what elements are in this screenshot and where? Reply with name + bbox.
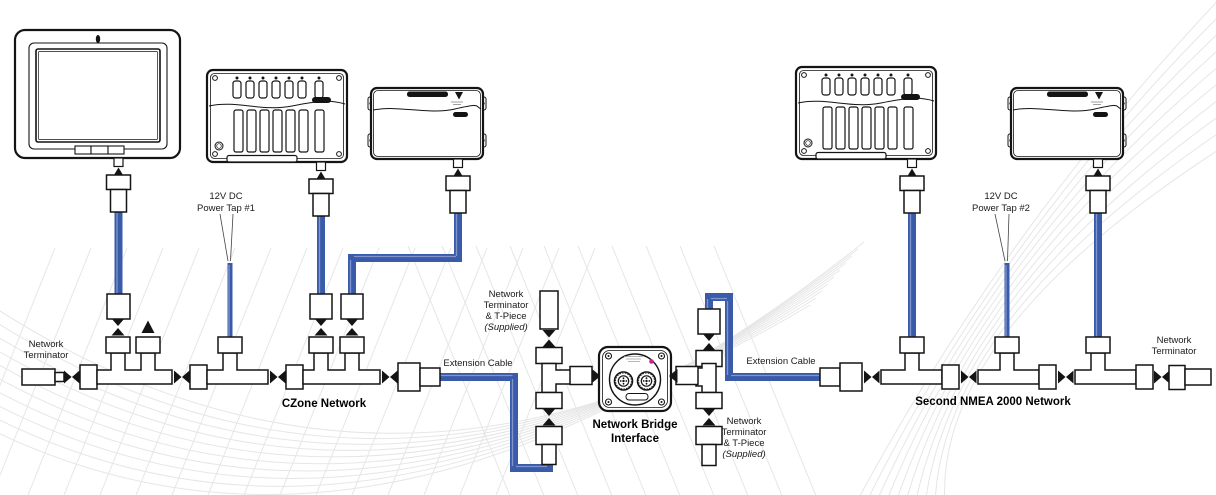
svg-text:Power Tap #1: Power Tap #1: [197, 203, 255, 214]
svg-text:(Supplied): (Supplied): [484, 322, 527, 333]
svg-text:Terminator: Terminator: [1152, 346, 1197, 357]
extension-cable-right: [705, 293, 821, 381]
terminator-vertical: [539, 290, 559, 330]
switching-module-1: [205, 68, 349, 164]
drop-connector: [106, 293, 131, 320]
bridge-assembly-left: [535, 290, 601, 466]
tpiece-nmea-1: [880, 352, 943, 385]
display-device: [13, 28, 182, 160]
tpiece-power2: [977, 352, 1040, 385]
tpiece-port: [308, 336, 334, 354]
label-network-terminator-right: Network: [1157, 335, 1192, 346]
drop-connector: [309, 293, 333, 320]
tpiece-vertical-right: [695, 362, 717, 394]
svg-text:& T-Piece: & T-Piece: [723, 438, 764, 449]
drop-connector: [697, 308, 721, 335]
drop-connector: [340, 293, 364, 320]
interface-box-2: [1006, 86, 1128, 161]
svg-text:Terminator: Terminator: [24, 350, 69, 361]
svg-text:Terminator: Terminator: [722, 427, 767, 438]
ext-connector-left: [397, 362, 421, 392]
label-terminator-tpiece-left: Network: [489, 289, 524, 300]
bridge-status-led: [649, 359, 654, 364]
label-bridge-interface: Network Bridge: [593, 419, 678, 431]
label-czone-network: CZone Network: [282, 398, 367, 410]
label-extension-cable-right: Extension Cable: [746, 356, 815, 367]
svg-text:Interface: Interface: [611, 433, 659, 445]
svg-text:& T-Piece: & T-Piece: [485, 311, 526, 322]
tpiece-port: [105, 336, 131, 354]
ext-connector-right: [839, 362, 863, 392]
terminator-right: [1184, 368, 1212, 386]
label-power-tap-1: 12V DC: [209, 191, 242, 202]
tpiece-double-2: [302, 352, 381, 385]
module1-cable-plug: [308, 161, 334, 217]
bridge-connector-socket-1: [613, 371, 634, 391]
tpiece-port: [994, 336, 1020, 354]
svg-text:(Supplied): (Supplied): [722, 449, 765, 460]
tpiece-port: [1085, 336, 1111, 354]
label-power-tap-2: 12V DC: [984, 191, 1017, 202]
tpiece-port: [899, 336, 925, 354]
svg-text:Terminator: Terminator: [484, 300, 529, 311]
svg-text:Power Tap #2: Power Tap #2: [972, 203, 1030, 214]
display-light-sensor: [95, 35, 101, 43]
bridge-connector-socket-2: [636, 371, 657, 391]
tpiece-port: [339, 336, 365, 354]
box1-cable-plug: [445, 158, 471, 214]
label-extension-cable-left: Extension Cable: [443, 358, 512, 369]
switching-module-2: [794, 65, 938, 161]
label-network-terminator-left: Network: [29, 339, 64, 350]
display-buttons: [74, 145, 125, 155]
label-second-nmea-network: Second NMEA 2000 Network: [915, 396, 1071, 408]
bridge-bottom-label: [625, 393, 649, 401]
terminator-left: [21, 368, 56, 386]
bridge-face: [608, 353, 662, 406]
diagram-labels: Network Terminator 12V DC Power Tap #1 E…: [24, 191, 1197, 460]
extension-cable-left: [438, 373, 553, 472]
cable-core-highlights: [116, 213, 1098, 468]
tpiece-vertical-left: [541, 362, 573, 394]
tpiece-double-1: [96, 352, 173, 385]
tpiece-nmea-3: [1074, 352, 1137, 385]
module2-cable-plug: [899, 158, 925, 214]
interface-box-1: [366, 86, 488, 161]
box2-cable-plug: [1085, 158, 1111, 214]
nmea2000-backbone: [819, 336, 1212, 392]
box1-drop-cable: [348, 212, 462, 296]
tpiece-port: [135, 336, 161, 354]
tpiece-port: [217, 336, 243, 354]
czone-backbone: [21, 293, 441, 392]
network-bridge-interface: [597, 345, 673, 413]
blue-cables: [114, 211, 1102, 472]
display-cable-plug: [105, 157, 132, 213]
label-terminator-tpiece-right: Network: [727, 416, 762, 427]
bridge-assembly-right: [669, 308, 723, 467]
display-screen: [35, 48, 161, 143]
